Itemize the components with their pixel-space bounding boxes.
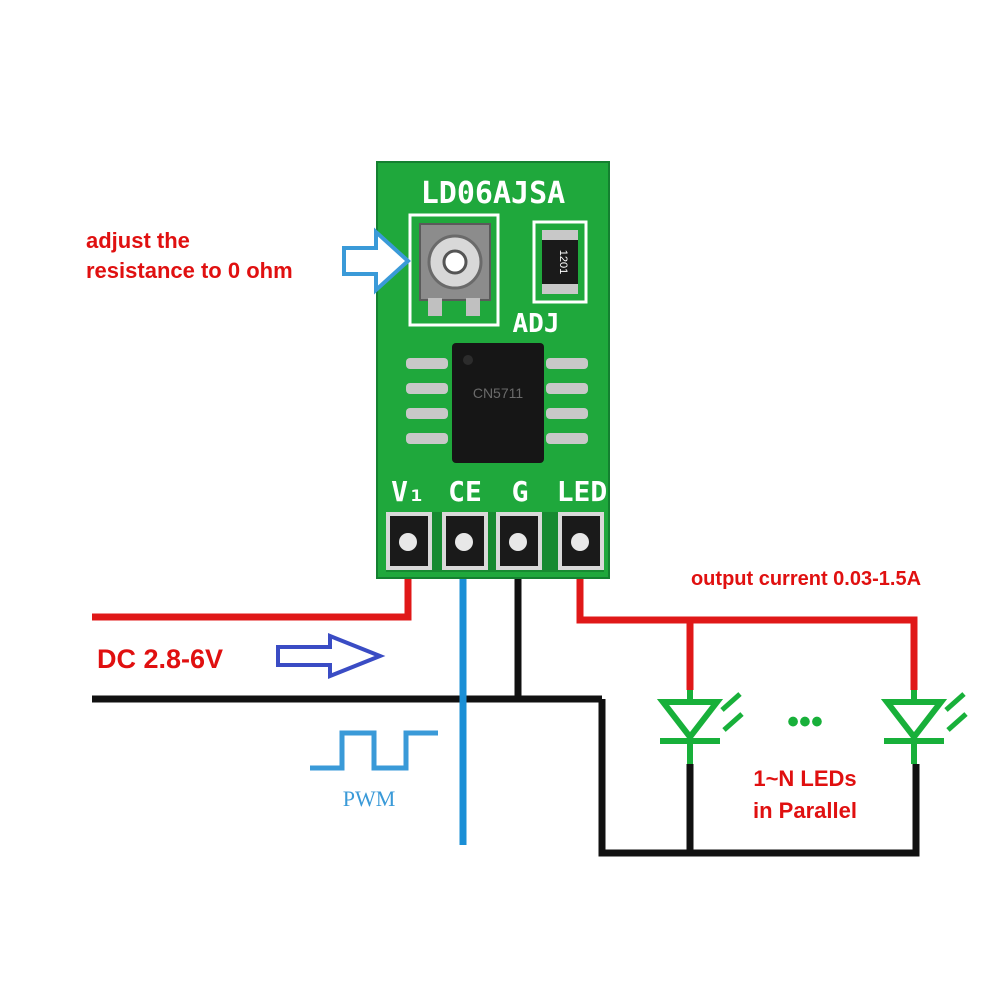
pin-v1 [386,512,432,570]
pin-ce [442,512,488,570]
wire-gnd-return [598,699,920,857]
wire-led-out [576,546,918,690]
output-current-label: output current 0.03-1.5A [691,568,921,590]
adj-label: ADJ [513,309,560,339]
led-n [880,690,968,764]
potentiometer-icon [408,213,500,327]
wire-vin [92,546,412,621]
pcb-module: LD06AJSA 1201 ADJ [376,161,610,579]
input-annotation: DC 2.8-6V [97,633,386,679]
led-1 [656,690,744,764]
pwm-waveform-icon [310,730,438,771]
pin-g [496,512,542,570]
adjust-label-line2: resistance to 0 ohm [86,258,293,283]
leds-label-line1: 1~N LEDs [753,766,856,791]
led-icon [880,690,968,764]
pin-led [558,512,604,570]
pin-labels: V₁ CE G LED [391,475,607,508]
pin-label-led: LED [557,475,608,508]
header-pins [386,512,604,572]
leds-annotation: 1~N LEDs in Parallel [753,766,857,823]
chip-marking: CN5711 [473,385,524,401]
led-icon [656,690,744,764]
adjust-label-line1: adjust the [86,228,190,253]
leds-label-line2: in Parallel [753,798,857,823]
board-model: LD06AJSA [421,176,566,211]
pin-label-ce: CE [448,475,482,508]
pwm-label: PWM [343,786,396,811]
ic-chip: CN5711 [406,343,588,463]
led-ellipsis: ••• [787,703,823,741]
resistor-code: 1201 [557,250,569,274]
adjust-annotation: adjust the resistance to 0 ohm [86,227,411,295]
arrow-right-icon [342,227,411,295]
smd-resistor: 1201 [532,220,588,304]
pin-label-g: G [512,475,529,508]
pin-label-v1: V₁ [391,475,425,508]
arrow-right-icon [276,633,386,679]
input-voltage-label: DC 2.8-6V [97,644,223,674]
pwm-annotation: PWM [310,730,438,811]
